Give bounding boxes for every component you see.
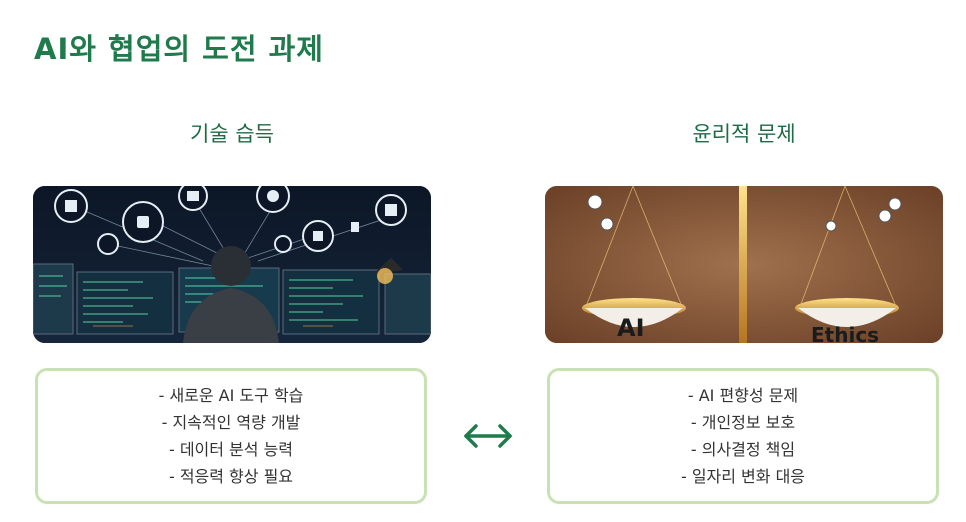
left-info-box: - 새로운 AI 도구 학습 - 지속적인 역량 개발 - 데이터 분석 능력 … — [35, 368, 427, 504]
list-item: - AI 편향성 문제 — [687, 386, 799, 405]
scale-left-label: AI — [617, 314, 645, 342]
balance-scale-image: AI Ethics — [545, 186, 943, 343]
scale-right-label: Ethics — [811, 323, 879, 343]
right-column-heading: 윤리적 문제 — [692, 122, 796, 146]
page-title: AI와 협업의 도전 과제 — [34, 32, 324, 66]
list-item: - 적응력 향상 필요 — [168, 467, 294, 486]
developer-workstation-image — [33, 186, 431, 343]
list-item: - 데이터 분석 능력 — [168, 440, 294, 459]
list-item: - 지속적인 역량 개발 — [161, 413, 301, 432]
list-item: - 일자리 변화 대응 — [680, 467, 806, 486]
right-info-box: - AI 편향성 문제 - 개인정보 보호 - 의사결정 책임 - 일자리 변화… — [547, 368, 939, 504]
list-item: - 의사결정 책임 — [690, 440, 796, 459]
list-item: - 새로운 AI 도구 학습 — [158, 386, 304, 405]
skill-list: - 새로운 AI 도구 학습 - 지속적인 역량 개발 - 데이터 분석 능력 … — [159, 382, 304, 490]
ethics-list: - AI 편향성 문제 - 개인정보 보호 - 의사결정 책임 - 일자리 변화… — [681, 382, 805, 490]
bidirectional-arrow-icon — [458, 420, 518, 452]
left-column-heading: 기술 습득 — [190, 122, 274, 146]
list-item: - 개인정보 보호 — [690, 413, 796, 432]
